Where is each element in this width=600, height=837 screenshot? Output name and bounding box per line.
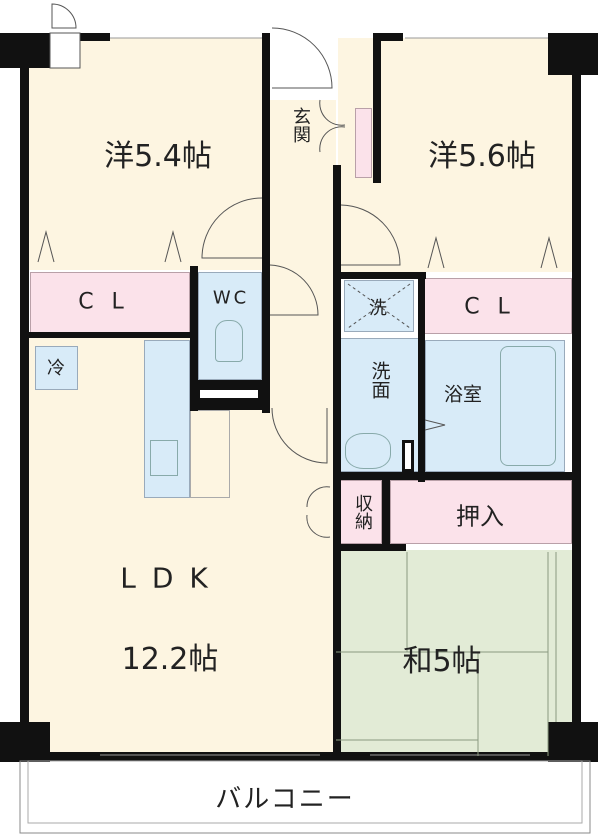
label-closet-left: CL [78, 289, 142, 315]
shoe-cabinet [355, 108, 372, 178]
door-arc-ldk [271, 407, 328, 464]
label-fridge: 冷 [47, 358, 65, 379]
storage-door-arc [306, 486, 331, 538]
label-balcony: バルコニー [215, 784, 355, 815]
wc-bottom-vent [200, 390, 258, 398]
washer-cross [347, 283, 411, 329]
bath-door-mark [424, 419, 446, 431]
wall-entrance-right [373, 33, 381, 183]
toilet-room [198, 272, 262, 380]
label-ldk: LDK [120, 561, 224, 595]
closet-left [30, 272, 190, 334]
door-arc-left-room [201, 197, 263, 259]
kitchen-side-counter [190, 410, 230, 498]
label-bathroom: 浴室 [443, 383, 483, 406]
label-storage: 収納 [352, 494, 373, 530]
pillar-top-right [548, 33, 598, 75]
label-ldk-size: 12.2帖 [121, 642, 219, 677]
wall-bath-bottom [336, 472, 576, 480]
room-western-left [28, 38, 265, 270]
wall-bath-split [418, 272, 425, 482]
label-oshiire: 押入 [456, 502, 504, 531]
wall-left-corridor [262, 33, 270, 413]
bathtub [500, 346, 556, 466]
wall-ldk-top [28, 332, 198, 338]
wall-top-right [373, 33, 403, 41]
shoe-door-arc [319, 99, 346, 153]
room-label-western-left: 洋5.4帖 [104, 139, 212, 174]
wall-storage-split [382, 480, 390, 546]
kitchen-counter [144, 340, 190, 498]
wall-japanese-top [336, 544, 406, 551]
label-entrance: 玄関 [290, 107, 311, 143]
wall-right [572, 38, 581, 760]
label-toilet: WC [212, 287, 250, 309]
closet-door-marks-right [427, 236, 558, 269]
toilet-fixture [215, 320, 243, 362]
entrance-door-arc [271, 27, 333, 89]
label-washer: 洗 [369, 298, 387, 319]
door-arc-top-left [51, 3, 77, 29]
wash-basin [345, 433, 391, 469]
wall-washer-top [336, 272, 426, 279]
room-label-western-right: 洋5.6帖 [428, 139, 536, 174]
room-japanese [336, 550, 572, 756]
label-washroom: 洗面 [368, 361, 391, 399]
pillar-top-left [0, 33, 50, 68]
closet-door-marks-left [37, 230, 182, 263]
kitchen-sink [150, 440, 178, 476]
door-arc-wc [269, 264, 319, 316]
label-closet-right: CL [464, 294, 528, 320]
fridge-space [35, 346, 78, 390]
wall-left [20, 38, 29, 760]
wall-bottom [20, 752, 581, 761]
oshiire-closet [390, 480, 572, 544]
wall-right-corridor [333, 165, 341, 755]
label-japanese: 和5帖 [402, 644, 482, 679]
door-arc-right-room [340, 204, 401, 266]
duct-slot [402, 440, 414, 472]
closet-right [424, 278, 572, 334]
wall-cl-left [190, 266, 198, 411]
wall-top-left [80, 33, 110, 41]
